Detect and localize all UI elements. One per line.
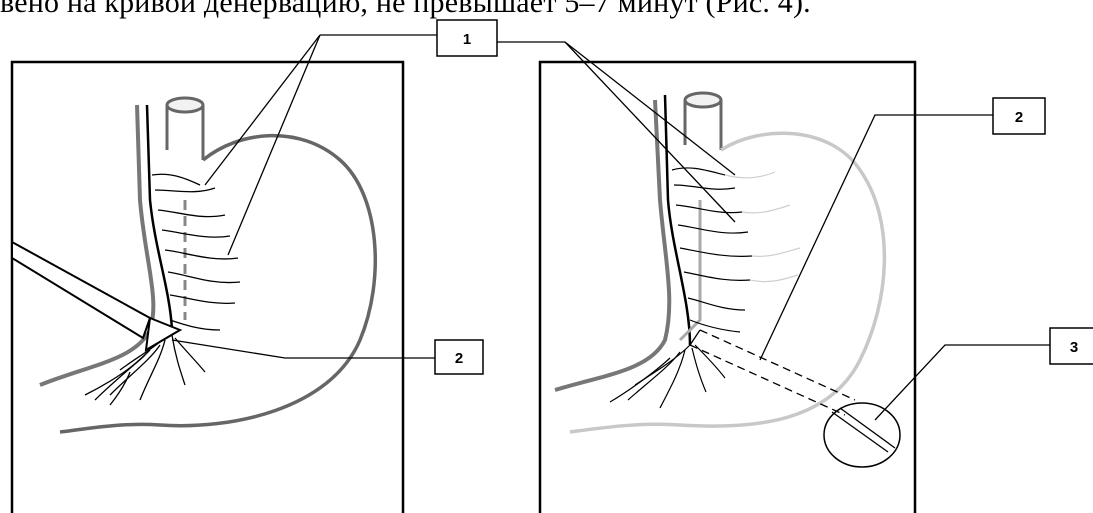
label-3-text: 3 — [1070, 339, 1078, 356]
magnified-nerve-end-2 — [840, 408, 895, 448]
callout-1-left-b — [228, 35, 320, 255]
label-box-2-left: 2 — [435, 340, 483, 374]
label-box-1: 1 — [437, 20, 497, 56]
label-2-right-text: 2 — [1015, 109, 1023, 126]
right-lesser-curvature — [555, 100, 669, 390]
left-lesser-curvature — [40, 105, 153, 385]
right-faded-branches — [725, 172, 800, 282]
right-panel-frame — [540, 62, 915, 513]
right-stomach-outline — [570, 133, 884, 432]
right-dashed-upper — [690, 345, 845, 415]
right-grey-branch — [680, 200, 700, 340]
magnification-circle — [824, 403, 900, 467]
right-nerve-branches — [610, 168, 752, 408]
right-dashed-lower — [700, 330, 855, 400]
label-box-2-right: 2 — [993, 98, 1045, 134]
right-esophagus-opening — [685, 93, 721, 107]
right-dashed-tip — [690, 330, 700, 345]
magnified-nerve-end-1 — [832, 412, 888, 452]
callout-lines — [172, 35, 1050, 420]
callout-2-left — [172, 340, 435, 358]
label-1-text: 1 — [463, 31, 471, 48]
right-panel — [540, 62, 915, 513]
left-panel — [12, 62, 403, 513]
label-box-3: 3 — [1050, 328, 1093, 364]
left-nerve-branches — [85, 174, 240, 405]
callout-1-right-b — [565, 42, 735, 222]
label-2-left-text: 2 — [455, 350, 463, 367]
callout-1-left-a — [205, 35, 320, 185]
left-esophagus-opening — [167, 98, 203, 112]
callout-3 — [875, 345, 1050, 420]
left-probe — [12, 242, 150, 338]
